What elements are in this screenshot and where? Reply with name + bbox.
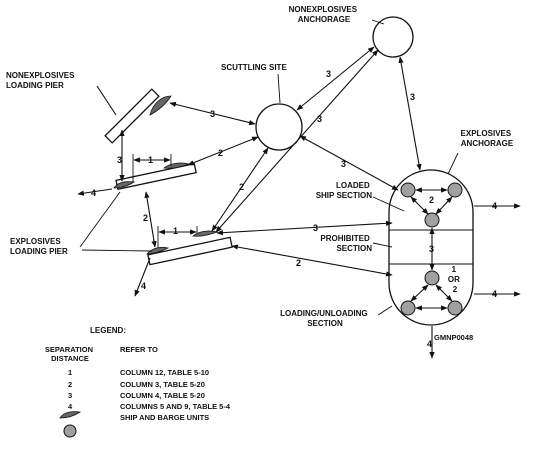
distance-label: 4	[91, 188, 96, 198]
ship-icon	[146, 246, 170, 255]
prohibited-section-label: PROHIBITED SECTION	[320, 234, 372, 253]
legend-key: 2	[68, 380, 72, 389]
legend: LEGEND: SEPARATION DISTANCE REFER TO 1 C…	[45, 326, 231, 438]
explosives-loading-pier-label: EXPLOSIVES LOADING PIER	[10, 237, 68, 256]
nonexplosives-loading-pier-label: NONEXPLOSIVES LOADING PIER	[6, 71, 77, 90]
distance-label: 3	[326, 69, 331, 79]
scuttling-site-label: SCUTTLING SITE	[221, 63, 287, 72]
ship-icon	[149, 95, 172, 116]
nonexplosives-loading-pier	[96, 85, 160, 144]
distance-label: 3	[429, 244, 434, 254]
legend-col1-header: SEPARATION DISTANCE	[45, 345, 95, 363]
legend-key: 3	[68, 391, 72, 400]
legend-ref: COLUMN 12, TABLE 5-10	[120, 368, 209, 377]
distance-label: 2	[296, 258, 301, 268]
legend-ref: COLUMN 4, TABLE 5-20	[120, 391, 205, 400]
explosives-anchorage-label: EXPLOSIVES ANCHORAGE	[461, 129, 514, 148]
distance-label: 3	[210, 109, 215, 119]
distance-label: 4	[492, 201, 497, 211]
distance-label: 1	[173, 226, 178, 236]
barge-icon	[400, 300, 416, 316]
leader-lines	[79, 19, 459, 316]
distance-label: 2	[218, 148, 223, 158]
legend-barge-icon	[63, 424, 77, 438]
legend-units-label: SHIP AND BARGE UNITS	[120, 413, 209, 422]
or-note: 1 OR 2	[448, 265, 462, 294]
distance-label: 4	[427, 339, 432, 349]
distance-label: 4	[141, 281, 146, 291]
legend-col2-header: REFER TO	[120, 345, 158, 354]
nonexplosives-anchorage-circle	[372, 16, 414, 58]
barge-icon	[447, 300, 463, 316]
distance-label: 3	[341, 159, 346, 169]
distance-label: 3	[117, 155, 122, 165]
loaded-ship-section-label: LOADED SHIP SECTION	[316, 181, 373, 200]
barge-icon	[424, 270, 440, 286]
distance-label: 2	[239, 182, 244, 192]
distance-label: 3	[410, 92, 415, 102]
distance-label: 1	[148, 155, 153, 165]
distance-numbers: 3 3 3 3 3 2 2 3 2 3 2 1 1 4 4 4 4 4 2 3	[91, 69, 497, 349]
nonexplosives-anchorage-label: NONEXPLOSIVES ANCHORAGE	[289, 5, 360, 24]
distance-label: 3	[313, 223, 318, 233]
legend-ref: COLUMN 3, TABLE 5-20	[120, 380, 205, 389]
barge-icon	[400, 182, 416, 198]
legend-ship-icon	[59, 411, 82, 419]
legend-key: 1	[68, 368, 72, 377]
legend-title: LEGEND:	[90, 326, 126, 335]
distance-label: 2	[143, 213, 148, 223]
distance-label: 3	[317, 114, 322, 124]
barge-icon	[424, 212, 440, 228]
distance-label: 4	[492, 289, 497, 299]
figure-code: GMNP0048	[434, 333, 473, 342]
legend-key: 4	[68, 402, 73, 411]
barge-icon	[447, 182, 463, 198]
loading-unloading-section-label: LOADING/UNLOADING SECTION	[280, 309, 370, 328]
distance-label: 2	[429, 195, 434, 205]
separation-arrows	[77, 46, 521, 359]
ship-icon	[113, 181, 136, 189]
legend-ref: COLUMNS 5 AND 9, TABLE 5-4	[120, 402, 231, 411]
